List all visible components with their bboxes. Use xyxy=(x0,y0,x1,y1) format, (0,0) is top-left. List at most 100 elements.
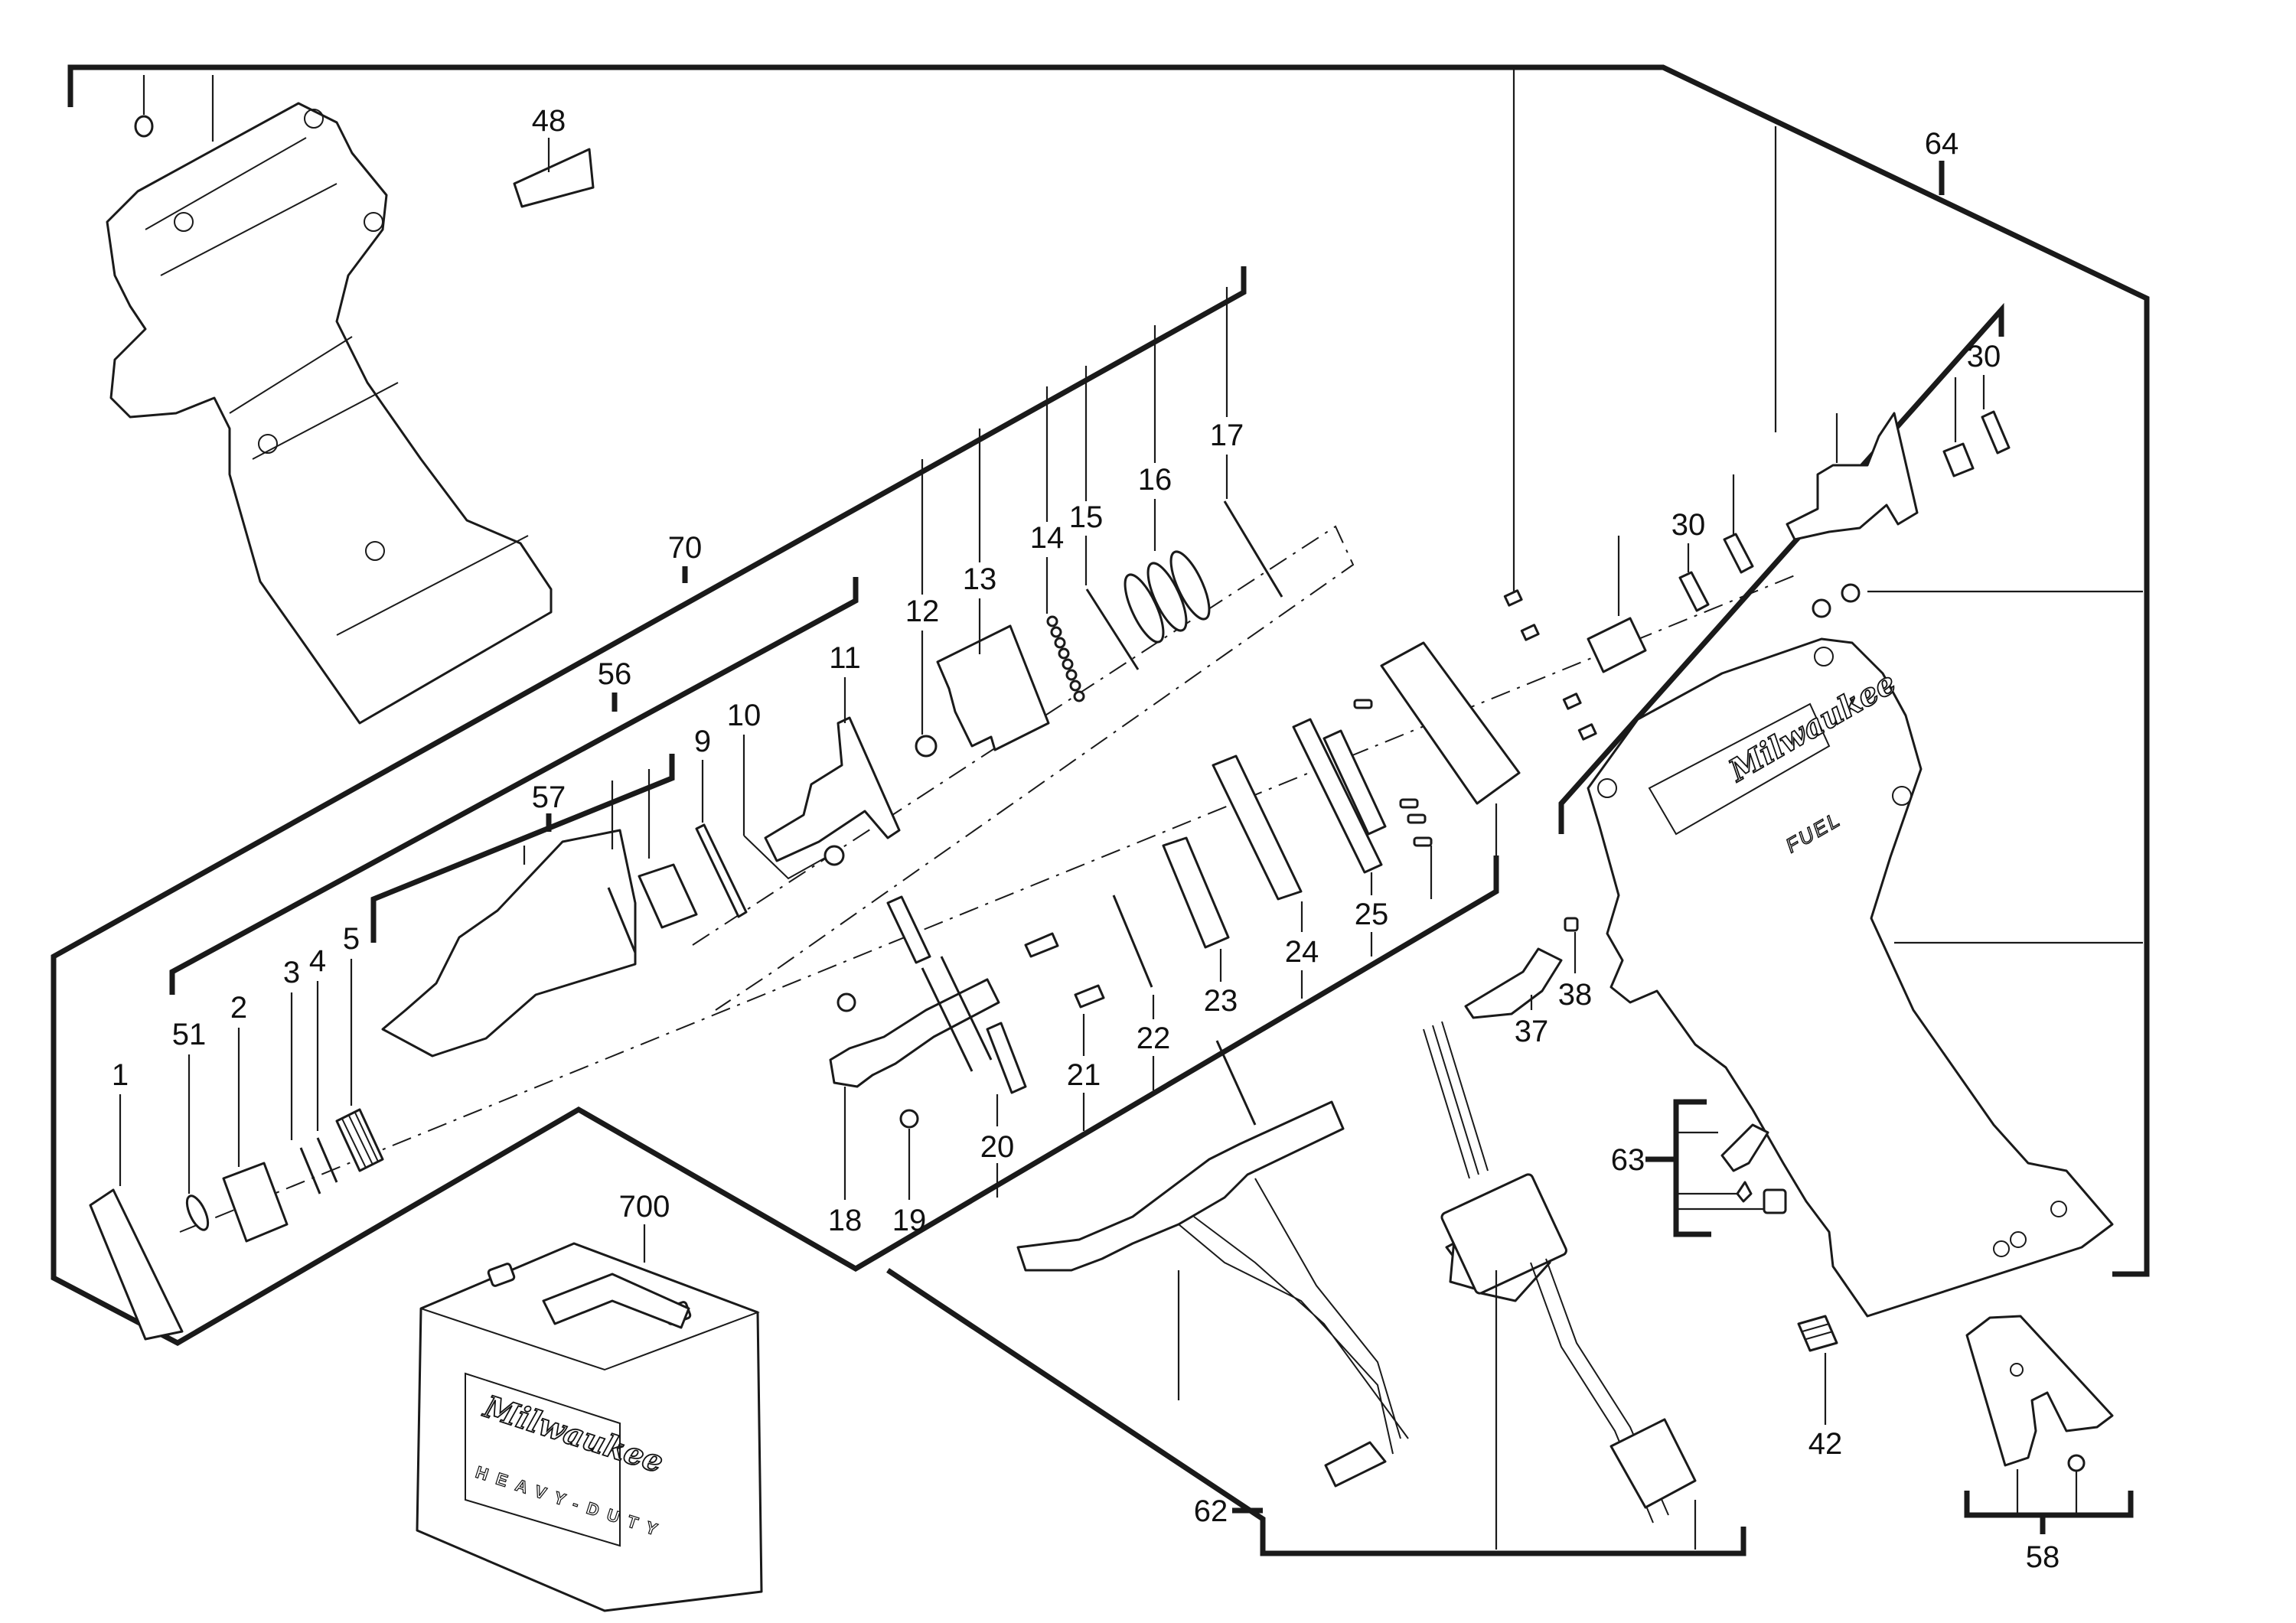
callout-10: 10 xyxy=(727,699,762,732)
part-62-control-board xyxy=(1016,1100,1345,1272)
part-screws xyxy=(1353,699,1433,847)
part-2-sleeve xyxy=(222,1162,289,1243)
part-63-clip xyxy=(1720,1123,1769,1172)
callout-64: 64 xyxy=(1925,127,1959,161)
callout-38: 38 xyxy=(1558,978,1593,1012)
part-23-ring-gear xyxy=(1162,836,1230,949)
part-pin xyxy=(607,887,637,953)
belt-clip-hole xyxy=(2010,1363,2024,1377)
part-25-bearing-plate xyxy=(1292,718,1387,874)
part-washer-b xyxy=(1841,583,1861,603)
callout-56: 56 xyxy=(598,657,632,691)
group-frame-58 xyxy=(1964,1491,2134,1518)
part-ball xyxy=(837,992,856,1012)
group-frame-motor xyxy=(1558,302,2004,834)
part-21-pin-b xyxy=(1074,984,1105,1009)
part-30-brush-b xyxy=(1678,571,1710,612)
part-battery-terminal xyxy=(1609,1418,1697,1509)
part-motor-bushing xyxy=(1587,617,1647,673)
part-30-bearing xyxy=(1942,442,1975,477)
callout-51: 51 xyxy=(172,1018,207,1051)
part-15-washer xyxy=(1085,588,1140,670)
part-right-housing xyxy=(1587,637,2114,1318)
part-48-pad xyxy=(513,148,595,208)
part-washer-a xyxy=(1812,598,1831,618)
part-42-spring xyxy=(1797,1315,1838,1352)
callout-30-mid: 30 xyxy=(1671,508,1706,542)
part-left-housing xyxy=(106,102,553,725)
part-20-planet-gears xyxy=(886,895,1027,1094)
part-38-spring xyxy=(1564,917,1579,932)
screw-boss xyxy=(2050,1201,2067,1217)
screw-boss xyxy=(258,434,278,454)
part-13-hammer xyxy=(936,624,1050,751)
part-63-button xyxy=(1763,1188,1787,1214)
screw-boss xyxy=(1597,778,1617,798)
part-5-spring xyxy=(335,1108,384,1172)
callout-12: 12 xyxy=(905,595,940,628)
callout-9: 9 xyxy=(694,725,711,758)
part-4-ring xyxy=(316,1137,338,1183)
part-11-anvil xyxy=(764,716,901,862)
part-22-washer xyxy=(1112,895,1153,988)
group-frame-70 xyxy=(51,266,1499,1346)
part-58-screw xyxy=(2067,1454,2086,1472)
part-switch-wires xyxy=(1423,1021,1669,1524)
callout-21: 21 xyxy=(1067,1058,1101,1092)
part-62-terminal xyxy=(1324,1441,1387,1488)
part-nut xyxy=(134,115,154,138)
callout-16: 16 xyxy=(1138,463,1172,497)
part-16-spring xyxy=(1124,550,1211,644)
group-frame-57 xyxy=(370,754,675,943)
part-switch-module-main xyxy=(1440,1173,1567,1295)
callout-19: 19 xyxy=(892,1204,927,1237)
group-frame-64 xyxy=(67,64,2150,1277)
callout-57: 57 xyxy=(532,781,566,814)
group-frame-62 xyxy=(886,1268,1746,1556)
callout-700: 700 xyxy=(619,1190,670,1224)
callout-42: 42 xyxy=(1808,1427,1843,1461)
group-frame-56 xyxy=(169,577,859,995)
callout-24: 24 xyxy=(1285,935,1319,969)
part-58-belt-clip xyxy=(1965,1315,2114,1467)
leader-10-dash xyxy=(743,835,827,880)
callout-11: 11 xyxy=(829,641,861,675)
part-18-spindle xyxy=(829,978,1000,1088)
callout-14: 14 xyxy=(1030,521,1065,555)
part-24-gear-housing xyxy=(1212,754,1303,901)
part-14-steel-balls xyxy=(1046,615,1085,702)
housing-ribs xyxy=(145,137,529,636)
callout-20: 20 xyxy=(980,1130,1015,1164)
screw-boss xyxy=(364,212,383,232)
part-30-brush-a xyxy=(1981,410,2011,455)
assembly-axis xyxy=(179,573,1799,1233)
callout-3: 3 xyxy=(283,956,300,989)
part-700-carrying-case xyxy=(416,1242,763,1612)
callout-2: 2 xyxy=(230,991,247,1025)
callout-15: 15 xyxy=(1069,500,1104,534)
part-37-forward-reverse xyxy=(1464,947,1563,1019)
part-1-cover xyxy=(89,1188,184,1341)
part-17-washer xyxy=(1223,500,1283,598)
screw-boss xyxy=(2010,1231,2027,1248)
screw-boss xyxy=(304,109,324,129)
part-9-plate xyxy=(695,823,748,918)
callout-18: 18 xyxy=(828,1204,863,1237)
callout-48: 48 xyxy=(532,104,566,138)
callout-23: 23 xyxy=(1204,984,1238,1018)
group-frame-63 xyxy=(1673,1099,1711,1237)
callout-63: 63 xyxy=(1611,1143,1645,1177)
gearbox-dash-box xyxy=(692,525,1355,1011)
callout-1: 1 xyxy=(112,1058,129,1092)
housing-logo-panel xyxy=(1648,702,1831,836)
part-brush xyxy=(1723,533,1754,574)
screw-boss xyxy=(1892,786,1912,806)
callout-5: 5 xyxy=(343,922,360,956)
part-19-ball xyxy=(899,1109,919,1129)
screw-boss xyxy=(365,541,385,561)
callout-17: 17 xyxy=(1210,419,1244,452)
screw-boss xyxy=(174,212,194,232)
screw-boss xyxy=(1814,647,1834,666)
